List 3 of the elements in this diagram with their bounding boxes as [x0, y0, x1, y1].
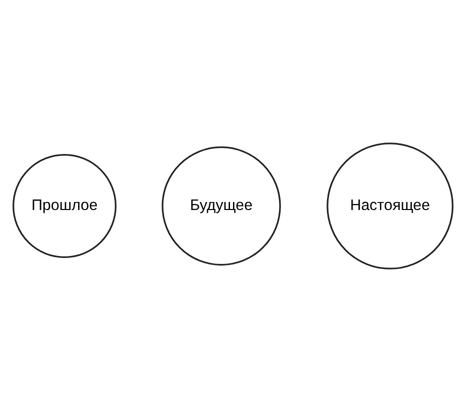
- node-circle: Будущее: [161, 146, 280, 266]
- node-circle: Прошлое: [12, 154, 116, 258]
- node-circle: Настоящее: [326, 142, 453, 270]
